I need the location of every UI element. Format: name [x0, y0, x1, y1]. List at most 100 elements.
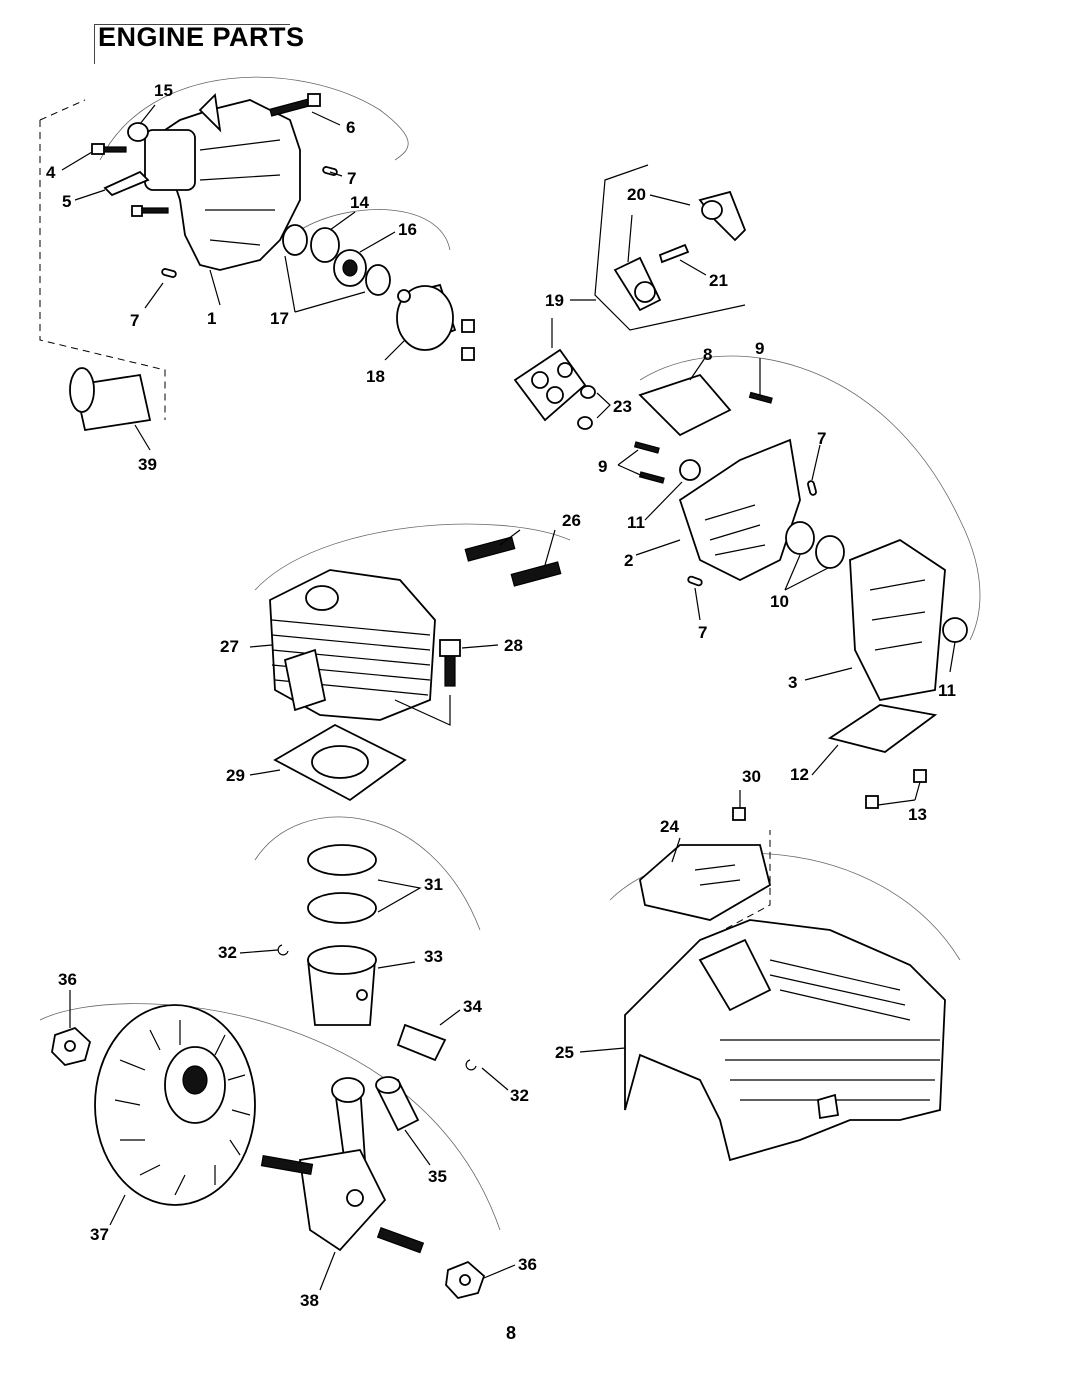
part-13-screw-b — [865, 795, 879, 809]
callout-32a: 32 — [218, 943, 237, 962]
callout-8: 8 — [703, 345, 712, 364]
part-38-crankshaft — [260, 1077, 425, 1254]
callout-3: 3 — [788, 673, 797, 692]
bg-curve-1 — [99, 76, 409, 161]
part-24-muffler — [639, 844, 772, 921]
bracket-19 — [594, 164, 746, 331]
callout-21: 21 — [709, 271, 728, 290]
part-33-piston — [306, 945, 377, 1026]
bg-curve-3 — [639, 355, 981, 641]
callout-20: 20 — [627, 185, 646, 204]
part-10-bearing-b — [815, 535, 845, 569]
part-28-bolt — [439, 639, 461, 687]
part-20-clutch-shoe — [698, 190, 747, 242]
part-18-clutch-drum — [396, 283, 457, 351]
part-15-washer — [127, 122, 149, 142]
callout-34: 34 — [463, 997, 482, 1016]
title-frame-top — [94, 24, 290, 25]
callout-37: 37 — [90, 1225, 109, 1244]
callout-25: 25 — [555, 1043, 574, 1062]
callout-31: 31 — [424, 875, 443, 894]
part-34-piston-pin — [396, 1023, 447, 1062]
leader-lines — [61, 104, 956, 1291]
housing-screw — [131, 205, 169, 217]
callout-11a: 11 — [627, 513, 645, 532]
page-title: ENGINE PARTS — [98, 22, 305, 52]
callout-36a: 36 — [58, 970, 77, 989]
part-9-screw-b — [633, 441, 660, 454]
part-19-clutch-shoe-lower — [613, 256, 662, 312]
callout-39: 39 — [138, 455, 157, 474]
callout-15: 15 — [154, 81, 173, 100]
part-7-pin-d — [687, 575, 703, 587]
callout-5: 5 — [62, 192, 71, 211]
part-4-screw — [91, 143, 127, 155]
bolt-leader — [394, 695, 451, 726]
callout-38: 38 — [300, 1291, 319, 1310]
callout-36b: 36 — [518, 1255, 537, 1274]
callout-7d: 7 — [698, 623, 707, 642]
bg-curve-2 — [299, 209, 451, 251]
part-10-bearing-a — [785, 521, 815, 555]
part-11-seal-b — [942, 617, 968, 643]
part-17-snap-ring-a — [282, 224, 308, 256]
part-11-seal-a — [679, 459, 701, 481]
callout-7a: 7 — [347, 169, 356, 188]
page-number: 8 — [505, 1323, 516, 1343]
part-35-needle-bearing — [375, 1076, 420, 1132]
part-6-screw — [269, 93, 321, 117]
part-32-clip-a — [277, 944, 289, 956]
bg-curve-5 — [254, 816, 481, 931]
callout-13: 13 — [908, 805, 927, 824]
part-2-crankcase — [678, 438, 801, 582]
dashed-muffler-guide — [704, 830, 771, 941]
callout-19: 19 — [545, 291, 564, 310]
part-25-engine-cover — [624, 919, 946, 1162]
callout-9a: 9 — [755, 339, 764, 358]
callout-11b: 11 — [938, 681, 956, 700]
callout-12: 12 — [790, 765, 809, 784]
part-37-flywheel — [94, 1004, 256, 1206]
callout-2: 2 — [624, 551, 633, 570]
callout-35: 35 — [428, 1167, 447, 1186]
part-7-pin-c — [807, 480, 817, 496]
bg-curve-6 — [39, 1003, 501, 1231]
callout-18: 18 — [366, 367, 385, 386]
callout-24: 24 — [660, 817, 679, 836]
callout-7b: 7 — [130, 311, 139, 330]
part-7-pin-b — [161, 268, 177, 278]
callout-7c: 7 — [817, 429, 826, 448]
callout-4: 4 — [46, 163, 56, 182]
clutch-hub — [461, 319, 587, 422]
part-13-screw-a — [913, 769, 927, 783]
part-26-stud-b — [510, 561, 562, 587]
part-21-spring — [658, 243, 690, 264]
part-1-clutch-housing — [144, 93, 301, 271]
part-27-cylinder — [269, 569, 436, 721]
callout-14: 14 — [350, 193, 369, 212]
part-23-washer-a — [580, 385, 596, 399]
callout-10: 10 — [770, 592, 789, 611]
part-12-plate — [827, 704, 938, 753]
part-30-screw — [732, 807, 746, 821]
callout-9b: 9 — [598, 457, 607, 476]
part-9-screw-c — [638, 471, 665, 484]
part-26-stud-a — [464, 536, 516, 562]
callout-30: 30 — [742, 767, 761, 786]
callout-17: 17 — [270, 309, 289, 328]
callout-26: 26 — [562, 511, 581, 530]
callout-16: 16 — [398, 220, 417, 239]
title-frame-left — [94, 24, 95, 64]
dashed-bracket-left — [39, 120, 166, 420]
dashed-bracket-top — [39, 99, 86, 121]
part-31-ring-a — [307, 844, 377, 876]
callout-6: 6 — [346, 118, 355, 137]
callout-1: 1 — [207, 309, 216, 328]
part-23-washer-b — [577, 416, 593, 430]
bg-curve-4 — [254, 523, 571, 591]
part-31-ring-b — [307, 892, 377, 924]
part-32-clip-b — [465, 1059, 477, 1071]
part-9-screw-a — [748, 391, 773, 404]
part-3-crankcase-half — [849, 538, 946, 702]
